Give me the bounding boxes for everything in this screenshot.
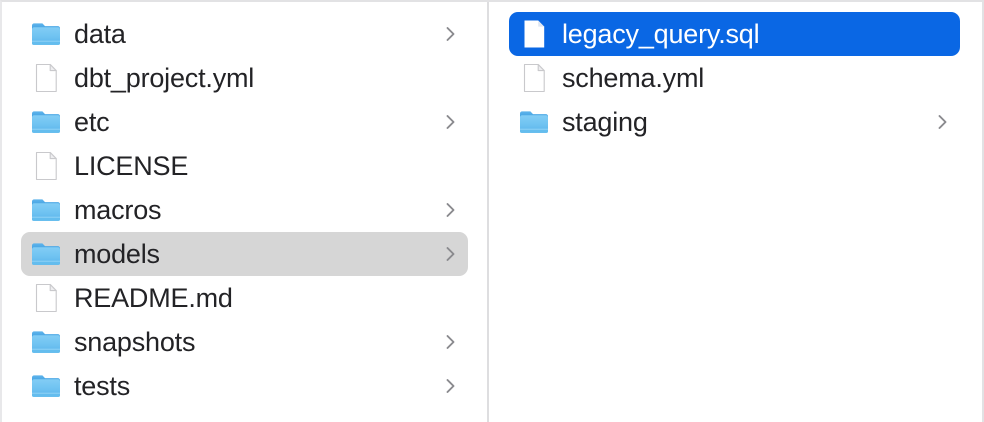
item-label: README.md <box>74 282 233 313</box>
folder-icon <box>31 105 61 139</box>
folder-icon <box>31 325 61 359</box>
chevron-right-icon[interactable] <box>936 112 950 132</box>
item-label: schema.yml <box>562 62 705 93</box>
file-row[interactable]: LICENSE <box>21 144 468 188</box>
folder-icon <box>31 193 61 227</box>
chevron-right-icon[interactable] <box>444 332 458 352</box>
file-column-parent[interactable]: data dbt_project.yml etc LICENSE <box>2 2 489 422</box>
document-icon <box>31 149 61 183</box>
chevron-right-icon[interactable] <box>444 112 458 132</box>
chevron-right-icon[interactable] <box>444 200 458 220</box>
document-icon <box>519 17 549 51</box>
item-label: models <box>74 238 160 269</box>
folder-icon <box>31 369 61 403</box>
item-label: staging <box>562 106 648 137</box>
chevron-right-icon[interactable] <box>444 244 458 264</box>
folder-row[interactable]: etc <box>21 100 468 144</box>
document-icon <box>519 61 549 95</box>
file-row[interactable]: legacy_query.sql <box>509 12 960 56</box>
folder-icon <box>519 105 549 139</box>
folder-row[interactable]: tests <box>21 364 468 408</box>
item-label: data <box>74 18 126 49</box>
document-icon <box>31 61 61 95</box>
folder-icon <box>31 237 61 271</box>
file-row[interactable]: README.md <box>21 276 468 320</box>
document-icon <box>31 281 61 315</box>
folder-icon <box>31 17 61 51</box>
folder-row[interactable]: macros <box>21 188 468 232</box>
item-label: snapshots <box>74 326 196 357</box>
item-label: LICENSE <box>74 150 189 181</box>
folder-row[interactable]: data <box>21 12 468 56</box>
item-label: legacy_query.sql <box>562 18 760 49</box>
file-row[interactable]: dbt_project.yml <box>21 56 468 100</box>
item-label: tests <box>74 370 131 401</box>
folder-row[interactable]: models <box>21 232 468 276</box>
file-column-child[interactable]: legacy_query.sql schema.yml staging <box>489 2 982 422</box>
file-row[interactable]: schema.yml <box>509 56 960 100</box>
chevron-right-icon[interactable] <box>444 376 458 396</box>
item-label: etc <box>74 106 110 137</box>
item-label: dbt_project.yml <box>74 62 255 93</box>
folder-row[interactable]: staging <box>509 100 960 144</box>
chevron-right-icon[interactable] <box>444 24 458 44</box>
item-label: macros <box>74 194 162 225</box>
folder-row[interactable]: snapshots <box>21 320 468 364</box>
